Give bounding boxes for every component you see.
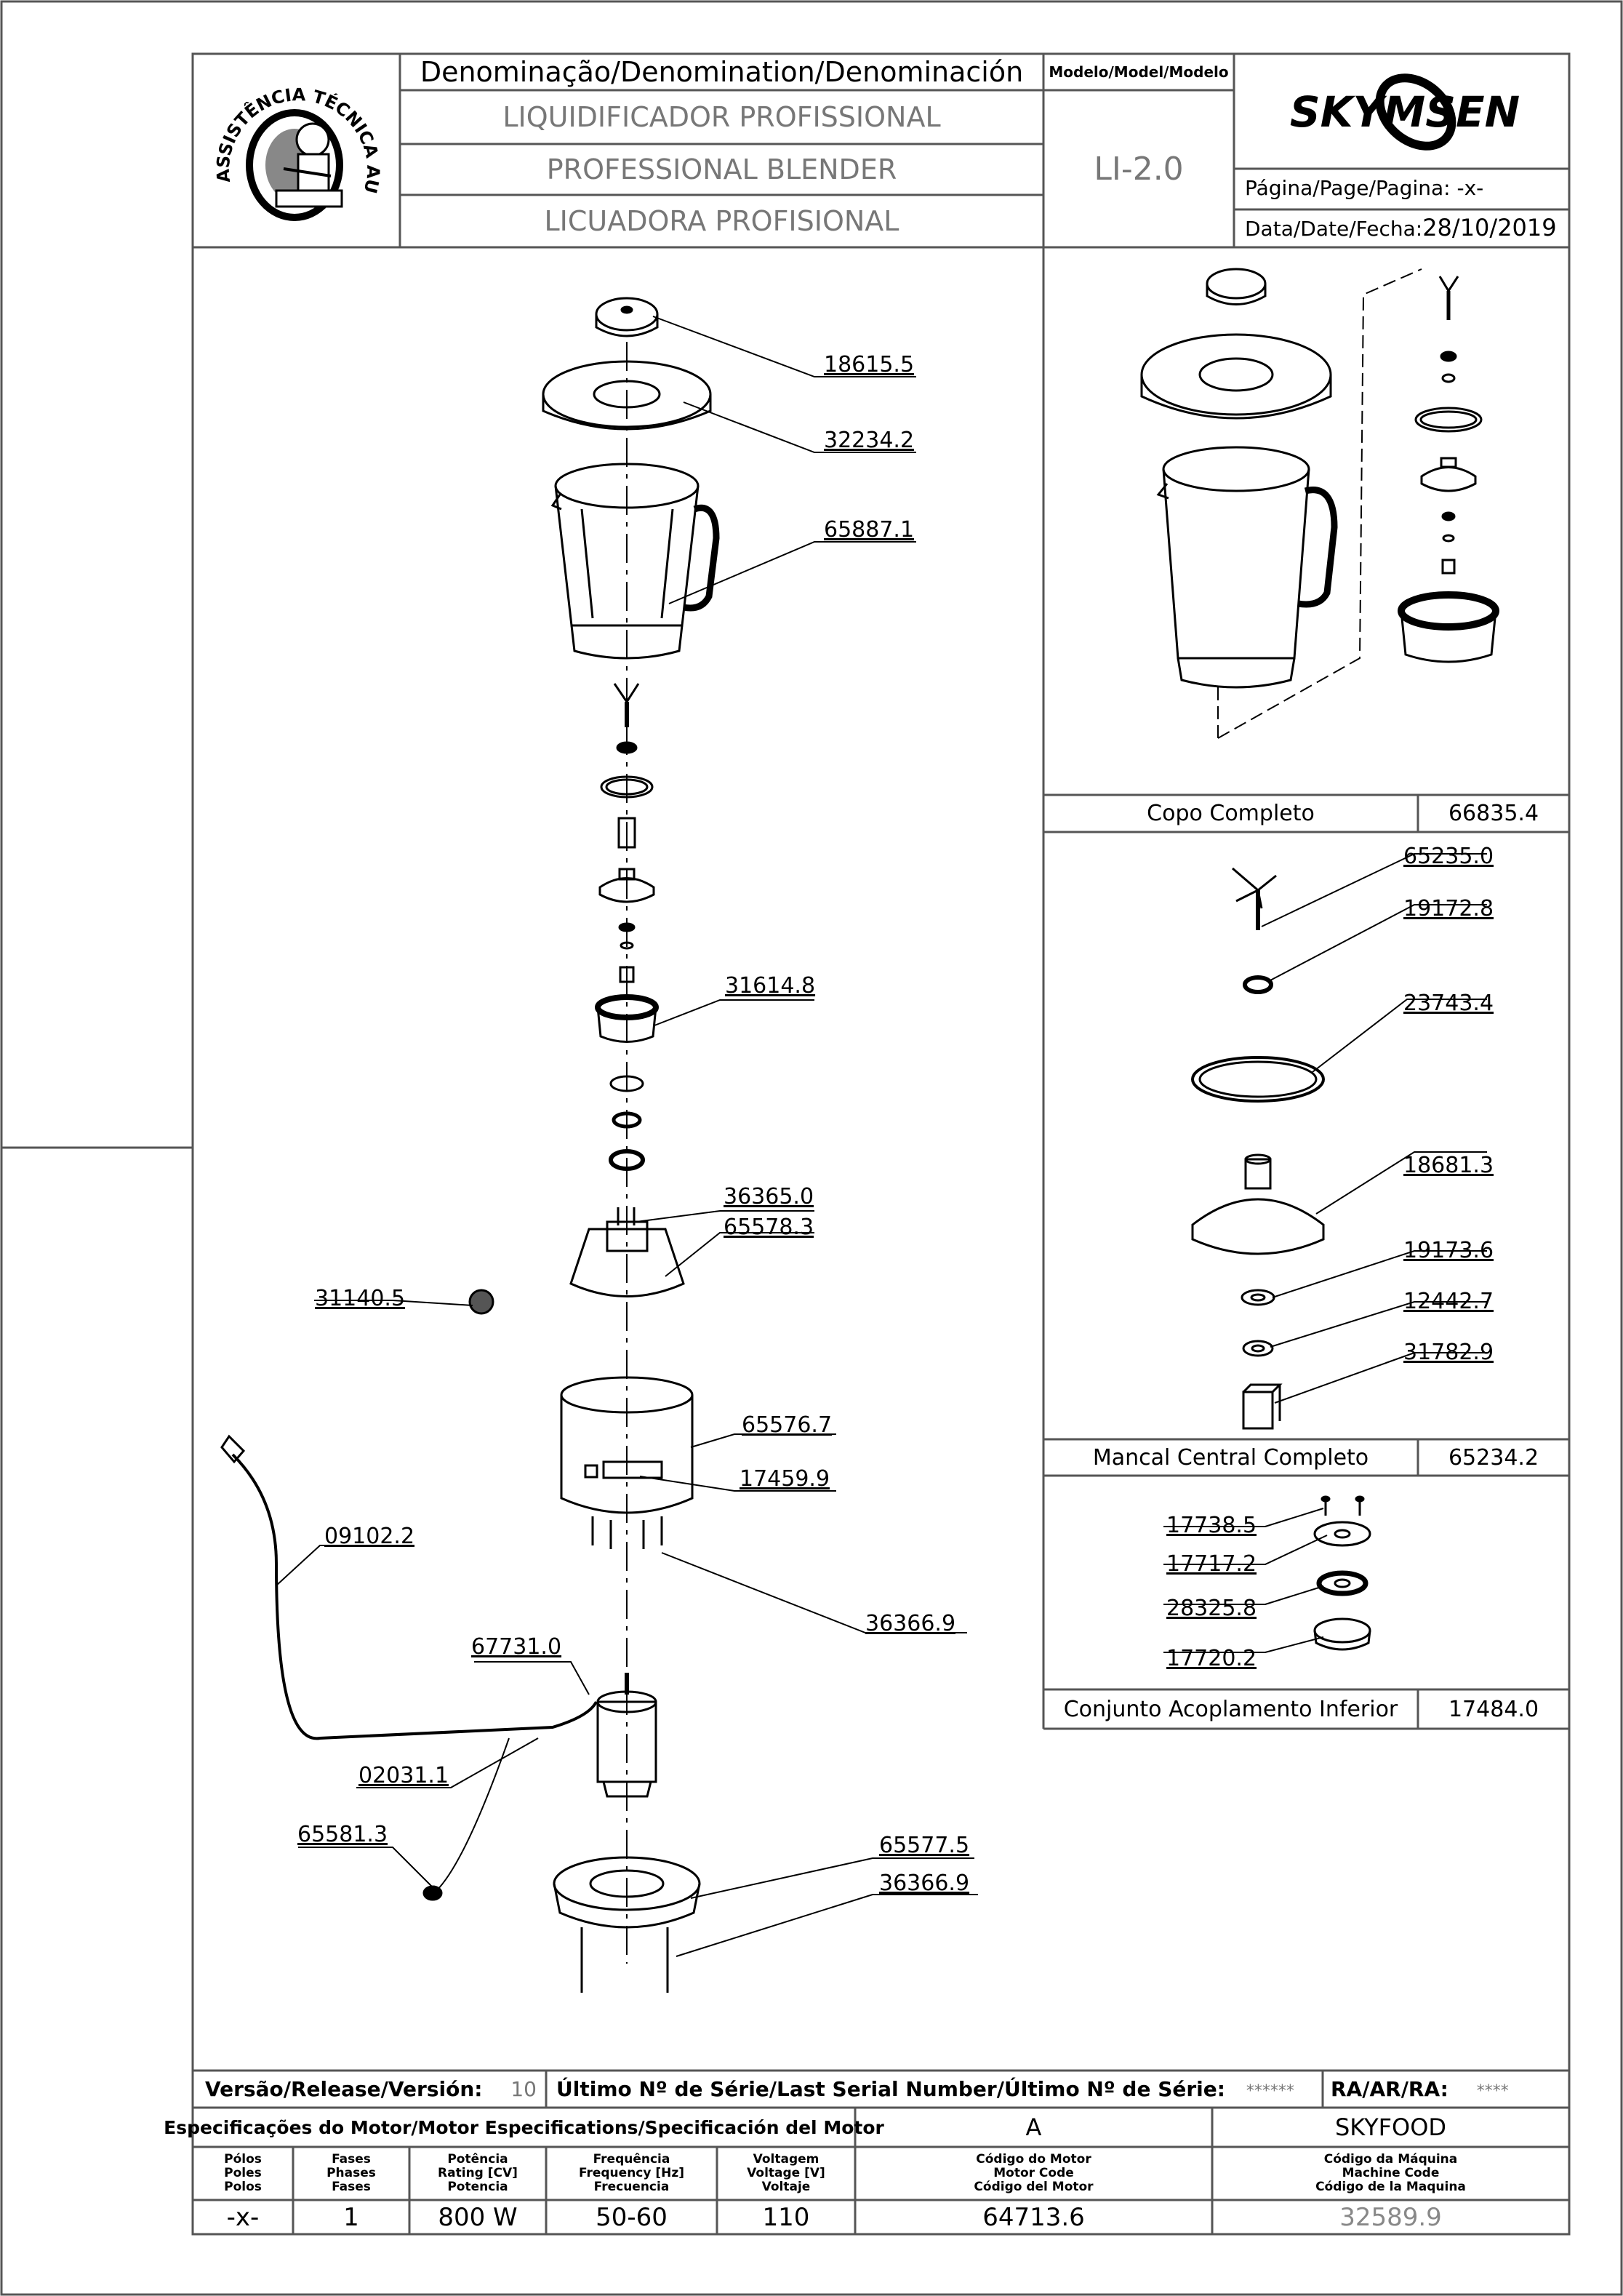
product-name-en: PROFESSIONAL BLENDER [546,153,897,185]
part-code: 28325.8 [1166,1596,1257,1621]
jar [550,463,720,660]
spec-value-motor-code: 64713.6 [982,2202,1085,2232]
motor-letter: A [1025,2113,1042,2141]
version-value: 10 [510,2077,537,2101]
mancal-central-drawing [1191,853,1487,1430]
mancal-name: Mancal Central Completo [1092,1444,1369,1471]
date-value: 28/10/2019 [1422,214,1557,241]
part-code: 32234.2 [824,428,915,453]
part-code: 65576.7 [742,1412,833,1438]
spec-value-rating: 800 W [438,2202,518,2232]
part-code: 31614.8 [725,973,816,999]
authorized-service-seal: ASSISTÊNCIA TÉCNICA AUTORIZADA [204,60,383,221]
jar-support [569,1207,685,1297]
part-code: 67731.0 [471,1634,562,1660]
page-value: -x- [1456,176,1484,200]
part-code: 65577.5 [879,1833,970,1858]
machine-brand: SKYFOOD [1334,2113,1447,2141]
acoplamento-name: Conjunto Acoplamento Inferior [1063,1696,1398,1722]
lid [542,360,712,431]
skymsen-logo: SKYMSEN [1290,73,1520,151]
motor-spec-label: Especificações do Motor/Motor Especifica… [164,2116,884,2138]
part-code: 23743.4 [1403,991,1494,1016]
part-code: 17720.2 [1166,1646,1257,1671]
spec-value-phases: 1 [343,2202,359,2232]
part-code: 18681.3 [1403,1153,1494,1178]
part-code: 36366.9 [879,1871,970,1896]
spec-value-poles: -x- [226,2202,260,2232]
copo-code: 66835.4 [1448,801,1539,826]
spec-label-motor-code: Código do Motor Motor Code Código del Mo… [974,2152,1094,2194]
part-code: 09102.2 [324,1524,415,1549]
date-label: Data/Date/Fecha: [1245,217,1423,241]
denomination-title: Denominação/Denomination/Denominación [420,56,1024,88]
model-value: LI-2.0 [1094,150,1184,188]
part-code: 19173.6 [1403,1238,1494,1263]
part-code: 19172.8 [1403,896,1494,921]
part-code: 17738.5 [1166,1513,1257,1538]
serial-label: Último Nº de Série/Last Serial Number/Úl… [556,2077,1225,2101]
copo-name: Copo Completo [1147,801,1315,826]
jar-base-nut [595,994,659,1043]
product-name-pt: LIQUIDIFICADOR PROFISSIONAL [502,101,941,133]
mancal-code: 65234.2 [1448,1444,1539,1471]
version-field: Versão/Release/Versión: 10 [205,2077,537,2101]
part-code: 31140.5 [315,1286,406,1311]
part-code: 65887.1 [824,517,915,543]
ra-field: RA/AR/RA: **** [1331,2077,1509,2101]
part-code: 12442.7 [1403,1289,1494,1314]
serial-value: ****** [1246,2082,1294,2100]
model-label: Modelo/Model/Modelo [1049,63,1229,81]
motor-housing [560,1376,694,1549]
ra-value: **** [1476,2082,1509,2100]
part-code: 36366.9 [865,1611,956,1636]
spec-label-frequency: Frequência Frequency [Hz] Frecuencia [578,2152,685,2194]
page-label: Página/Page/Pagina: [1245,176,1451,200]
motor [596,1673,657,1798]
spec-value-frequency: 50-60 [596,2202,668,2232]
part-code: 65578.3 [724,1215,814,1240]
acoplamento-code: 17484.0 [1448,1696,1539,1722]
part-code: 36365.0 [724,1184,814,1209]
lid-cap [595,297,659,337]
part-code: 17717.2 [1166,1551,1257,1577]
part-code: 65581.3 [297,1822,388,1847]
part-code: 18615.5 [824,352,915,377]
spec-value-machine-code: 32589.9 [1339,2202,1442,2232]
spec-value-voltage: 110 [762,2202,810,2232]
acoplamento-drawing [1163,1495,1371,1653]
spec-label-phases: Fases Phases Fases [326,2152,376,2194]
serial-field: Último Nº de Série/Last Serial Number/Úl… [556,2077,1294,2101]
ra-label: RA/AR/RA: [1331,2077,1448,2101]
part-code: 65235.0 [1403,844,1494,869]
part-code: 31782.9 [1403,1340,1494,1365]
blade-main [613,683,640,727]
spec-label-voltage: Voltagem Voltage [V] Voltaje [747,2152,825,2194]
spec-label-machine-code: Código da Máquina Machine Code Código de… [1315,2152,1466,2194]
product-name-es: LICUADORA PROFISIONAL [544,205,899,237]
brand-text: SKYMSEN [1290,87,1520,137]
version-label: Versão/Release/Versión: [205,2077,483,2101]
part-code: 02031.1 [358,1763,449,1788]
date-field: Data/Date/Fecha:28/10/2019 [1245,214,1557,241]
copo-completo-drawing [1140,268,1499,739]
part-code: 17459.9 [740,1466,830,1492]
spec-label-poles: Pólos Poles Polos [224,2152,262,2194]
page-field: Página/Page/Pagina: -x- [1245,176,1483,200]
base-plate [553,1856,701,1993]
spec-label-rating: Potência Rating [CV] Potencia [438,2152,518,2194]
